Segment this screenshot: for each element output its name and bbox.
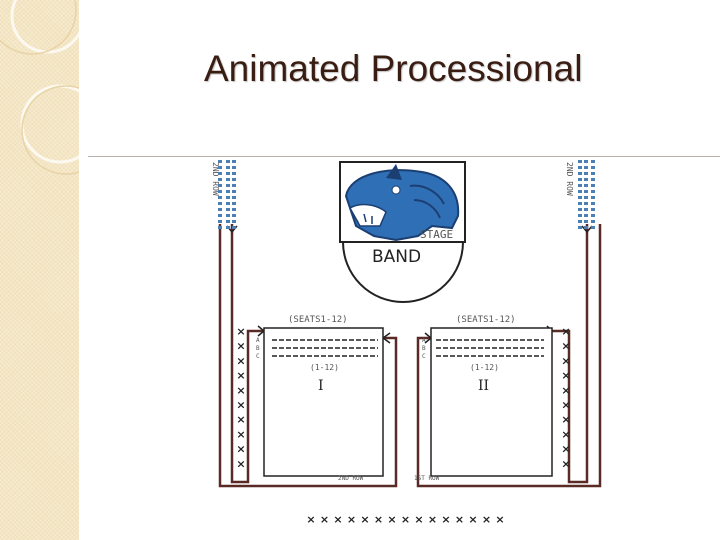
seats-label-right: (SEATS1-12) <box>456 315 516 325</box>
person-mark-bottom: × <box>414 513 423 526</box>
person-mark-right: × <box>561 354 570 367</box>
person-mark-bottom: × <box>482 513 491 526</box>
people-marks: ××××××××××××××××××××××××××××××××××× <box>236 325 570 526</box>
person-mark-bottom: × <box>468 513 477 526</box>
band-semicircle <box>342 241 464 303</box>
seats-label-left: (SEATS1-12) <box>288 315 348 325</box>
person-mark-right: × <box>561 369 570 382</box>
row-label-b-right: B <box>422 345 426 352</box>
seating-section-left: (SEATS1-12) A B C (1-12) I <box>256 315 384 477</box>
person-mark-bottom: × <box>347 513 356 526</box>
section-label-right: II <box>478 378 489 394</box>
arrow-right-top <box>581 225 593 234</box>
right-inner-path <box>416 224 602 488</box>
processional-paths <box>218 224 602 488</box>
left-row-column: 2ND ROW <box>211 160 236 232</box>
bottom-right-row-label: 1ST ROW <box>414 475 440 482</box>
row-label-b-left: B <box>256 345 260 352</box>
person-mark-left: × <box>236 443 245 456</box>
person-mark-left: × <box>236 354 245 367</box>
left-inner-path <box>218 224 398 488</box>
person-mark-bottom: × <box>333 513 342 526</box>
mascot-logo <box>344 164 460 242</box>
person-mark-left: × <box>236 340 245 353</box>
left-row-label: 2ND ROW <box>211 162 220 196</box>
person-mark-right: × <box>561 399 570 412</box>
right-row-label: 2ND ROW <box>565 162 574 196</box>
person-mark-left: × <box>236 399 245 412</box>
row-label-a-left: A <box>256 337 260 344</box>
stage-label: STAGE <box>420 228 453 241</box>
person-mark-bottom: × <box>401 513 410 526</box>
person-mark-left: × <box>236 457 245 470</box>
person-mark-left: × <box>236 428 245 441</box>
stage-area: STAGE BAND <box>339 161 466 303</box>
decorative-circles <box>0 0 79 175</box>
right-row-column: 2ND ROW <box>565 160 595 232</box>
person-mark-bottom: × <box>441 513 450 526</box>
row-label-a-right: A <box>422 337 426 344</box>
person-mark-left: × <box>236 369 245 382</box>
person-mark-bottom: × <box>455 513 464 526</box>
person-mark-right: × <box>561 413 570 426</box>
slide-title: Animated Processional <box>204 48 583 89</box>
person-mark-right: × <box>561 384 570 397</box>
person-mark-bottom: × <box>306 513 315 526</box>
person-mark-bottom: × <box>320 513 329 526</box>
person-mark-bottom: × <box>495 513 504 526</box>
person-mark-right: × <box>561 443 570 456</box>
row-label-c-left: C <box>256 353 260 360</box>
seating-section-right: (SEATS1-12) A B C (1-12) II <box>422 315 553 477</box>
person-mark-right: × <box>561 340 570 353</box>
person-mark-left: × <box>236 384 245 397</box>
bottom-left-row-label: 2ND ROW <box>338 475 364 482</box>
person-mark-right: × <box>561 457 570 470</box>
section-label-left: I <box>318 378 324 394</box>
person-mark-right: × <box>561 325 570 338</box>
left-outer-path <box>230 224 264 484</box>
person-mark-bottom: × <box>428 513 437 526</box>
decorative-side-panel <box>0 0 79 540</box>
person-mark-bottom: × <box>387 513 396 526</box>
person-mark-bottom: × <box>360 513 369 526</box>
person-mark-left: × <box>236 413 245 426</box>
range-label-left: (1-12) <box>310 363 339 372</box>
row-label-c-right: C <box>422 353 426 360</box>
seating-diagram: 2ND ROW 2ND ROW STAGE BAND (SEATS1-12) A… <box>211 160 602 526</box>
person-mark-left: × <box>236 325 245 338</box>
range-label-right: (1-12) <box>470 363 499 372</box>
title-divider <box>88 156 720 157</box>
person-mark-bottom: × <box>374 513 383 526</box>
right-outer-path <box>552 224 589 484</box>
person-mark-right: × <box>561 428 570 441</box>
band-label: BAND <box>372 247 421 267</box>
